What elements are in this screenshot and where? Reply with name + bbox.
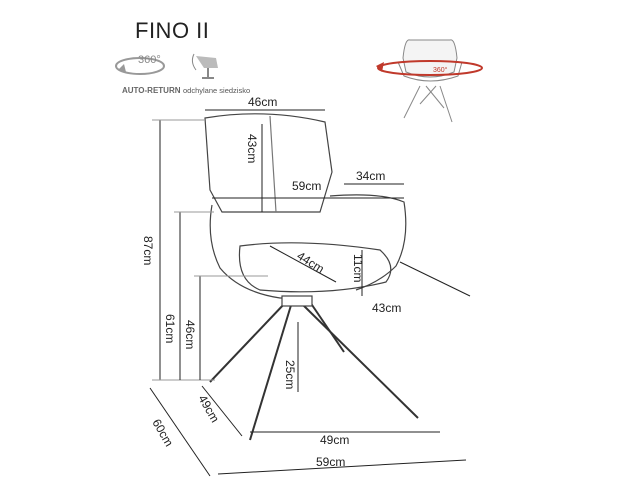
label-backrest-height: 43cm — [245, 134, 259, 163]
label-base-depth: 49cm — [195, 393, 222, 425]
rotation-arrow-icon — [115, 57, 165, 75]
chair-outline — [204, 113, 419, 441]
dimension-lines — [149, 109, 471, 477]
thumb-leg-4 — [419, 85, 437, 105]
thumb-backrest — [402, 39, 458, 78]
product-title: FINO II — [135, 18, 210, 43]
rotation-ring-arrow-icon — [376, 62, 384, 72]
arrow-head-icon — [118, 64, 126, 72]
backrest — [204, 113, 333, 213]
label-seat-depth-right: 43cm — [372, 301, 401, 315]
dim-total-depth-line — [149, 387, 211, 477]
label-leg-height: 25cm — [283, 360, 297, 389]
thumb-arms — [397, 61, 463, 82]
auto-return-feature: 360° AUTO-RETURN — [115, 54, 181, 95]
leg-front-left — [209, 301, 287, 383]
leg-back-left — [309, 301, 345, 353]
label-armrest-height: 61cm — [163, 314, 177, 343]
thumb-leg-1 — [403, 85, 421, 119]
label-seat-height: 46cm — [183, 320, 197, 349]
label-total-height: 87cm — [141, 236, 155, 265]
tilt-chair-icon — [196, 56, 218, 68]
tilt-label: odchylane siedzisko — [183, 86, 250, 95]
dim-base-depth-line — [201, 385, 243, 437]
leg-back-right — [299, 301, 419, 419]
dim-total-width-line — [217, 459, 467, 475]
thumb-leg-3 — [425, 85, 445, 109]
leg-front-right — [249, 301, 293, 441]
dim-seat-depth-line — [269, 245, 337, 283]
left-arm — [209, 204, 300, 299]
label-inner-width: 59cm — [292, 179, 321, 193]
backrest-seam — [269, 115, 277, 213]
label-armrest-length: 34cm — [356, 169, 385, 183]
rotation-label: 360° — [138, 54, 161, 66]
seat — [238, 242, 392, 293]
label-arm-above-seat: 11cm — [351, 254, 365, 282]
tilt-seat-feature: odchylane siedzisko — [183, 53, 250, 95]
label-total-width: 59cm — [316, 455, 345, 469]
dim-seat-depth-right-line — [399, 261, 471, 297]
auto-return-label: AUTO-RETURN — [122, 86, 181, 95]
swivel-base — [281, 295, 313, 307]
tilt-arrow-icon — [191, 53, 197, 71]
thumb-leg-2 — [439, 85, 453, 123]
rotation-badge: 360° — [433, 66, 448, 74]
right-arm — [329, 194, 407, 291]
label-seat-depth: 44cm — [294, 249, 326, 276]
rotation-thumbnail — [376, 39, 483, 123]
label-base-width: 49cm — [320, 433, 349, 447]
label-backrest-width: 46cm — [248, 95, 277, 109]
